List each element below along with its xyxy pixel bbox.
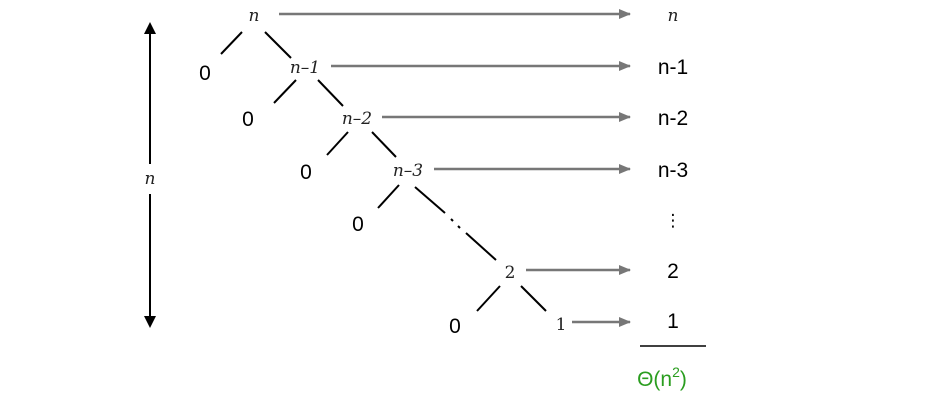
zero-leaf: 0: [352, 213, 364, 236]
tree-node-1: 1: [556, 315, 567, 335]
total-prefix: Θ(n: [637, 368, 672, 391]
edge-dotted-dot-2: [457, 225, 461, 229]
edge-dotted-upper: [414, 186, 446, 214]
level-cost-n-minus-2: n-2: [658, 107, 688, 130]
total-suffix: ): [680, 368, 687, 391]
height-label: n: [145, 169, 156, 189]
edge-left-2: [273, 79, 297, 104]
edge-dotted-dot-1: [450, 218, 454, 222]
edge-dotted-lower: [465, 232, 497, 261]
level-cost-n-minus-3: n-3: [658, 159, 688, 182]
edge-right-3: [371, 131, 397, 158]
zero-leaf: 0: [242, 108, 254, 131]
tree-node-n-minus-1: n–1: [290, 58, 320, 78]
zero-leaf: 0: [449, 315, 461, 338]
tree-nodes: n n–1 n–2 n–3 2 1: [249, 6, 567, 335]
edge-right-2: [317, 79, 344, 107]
zero-leaf: 0: [300, 161, 312, 184]
total-exponent: 2: [672, 364, 680, 380]
level-cost-n-minus-1: n-1: [658, 56, 688, 79]
level-cost-1: 1: [667, 310, 679, 333]
zero-leaves: 0 0 0 0 0: [199, 62, 461, 338]
height-arrow-bottom-head: [144, 316, 156, 328]
level-cost-ellipsis: ⋮: [665, 211, 682, 230]
zero-leaf: 0: [199, 62, 211, 85]
edge-left-5: [476, 285, 501, 312]
tree-edges: [220, 31, 547, 312]
tree-node-n: n: [249, 6, 260, 26]
edge-left-3: [326, 131, 349, 156]
total-complexity: Θ(n2): [637, 364, 687, 391]
edge-left-4: [377, 184, 400, 209]
level-costs: n n-1 n-2 n-3 ⋮ 2 1: [658, 6, 688, 333]
tree-node-2: 2: [505, 263, 516, 283]
height-indicator: n: [144, 22, 156, 328]
height-arrow-top-head: [144, 22, 156, 34]
level-cost-n: n: [668, 6, 679, 26]
tree-node-n-minus-2: n–2: [342, 109, 372, 129]
edge-left-1: [220, 31, 243, 55]
cost-arrows: [279, 9, 631, 327]
edge-right-1: [264, 31, 292, 59]
level-cost-2: 2: [667, 260, 679, 283]
edge-right-5: [520, 285, 547, 312]
tree-node-n-minus-3: n–3: [393, 161, 423, 181]
